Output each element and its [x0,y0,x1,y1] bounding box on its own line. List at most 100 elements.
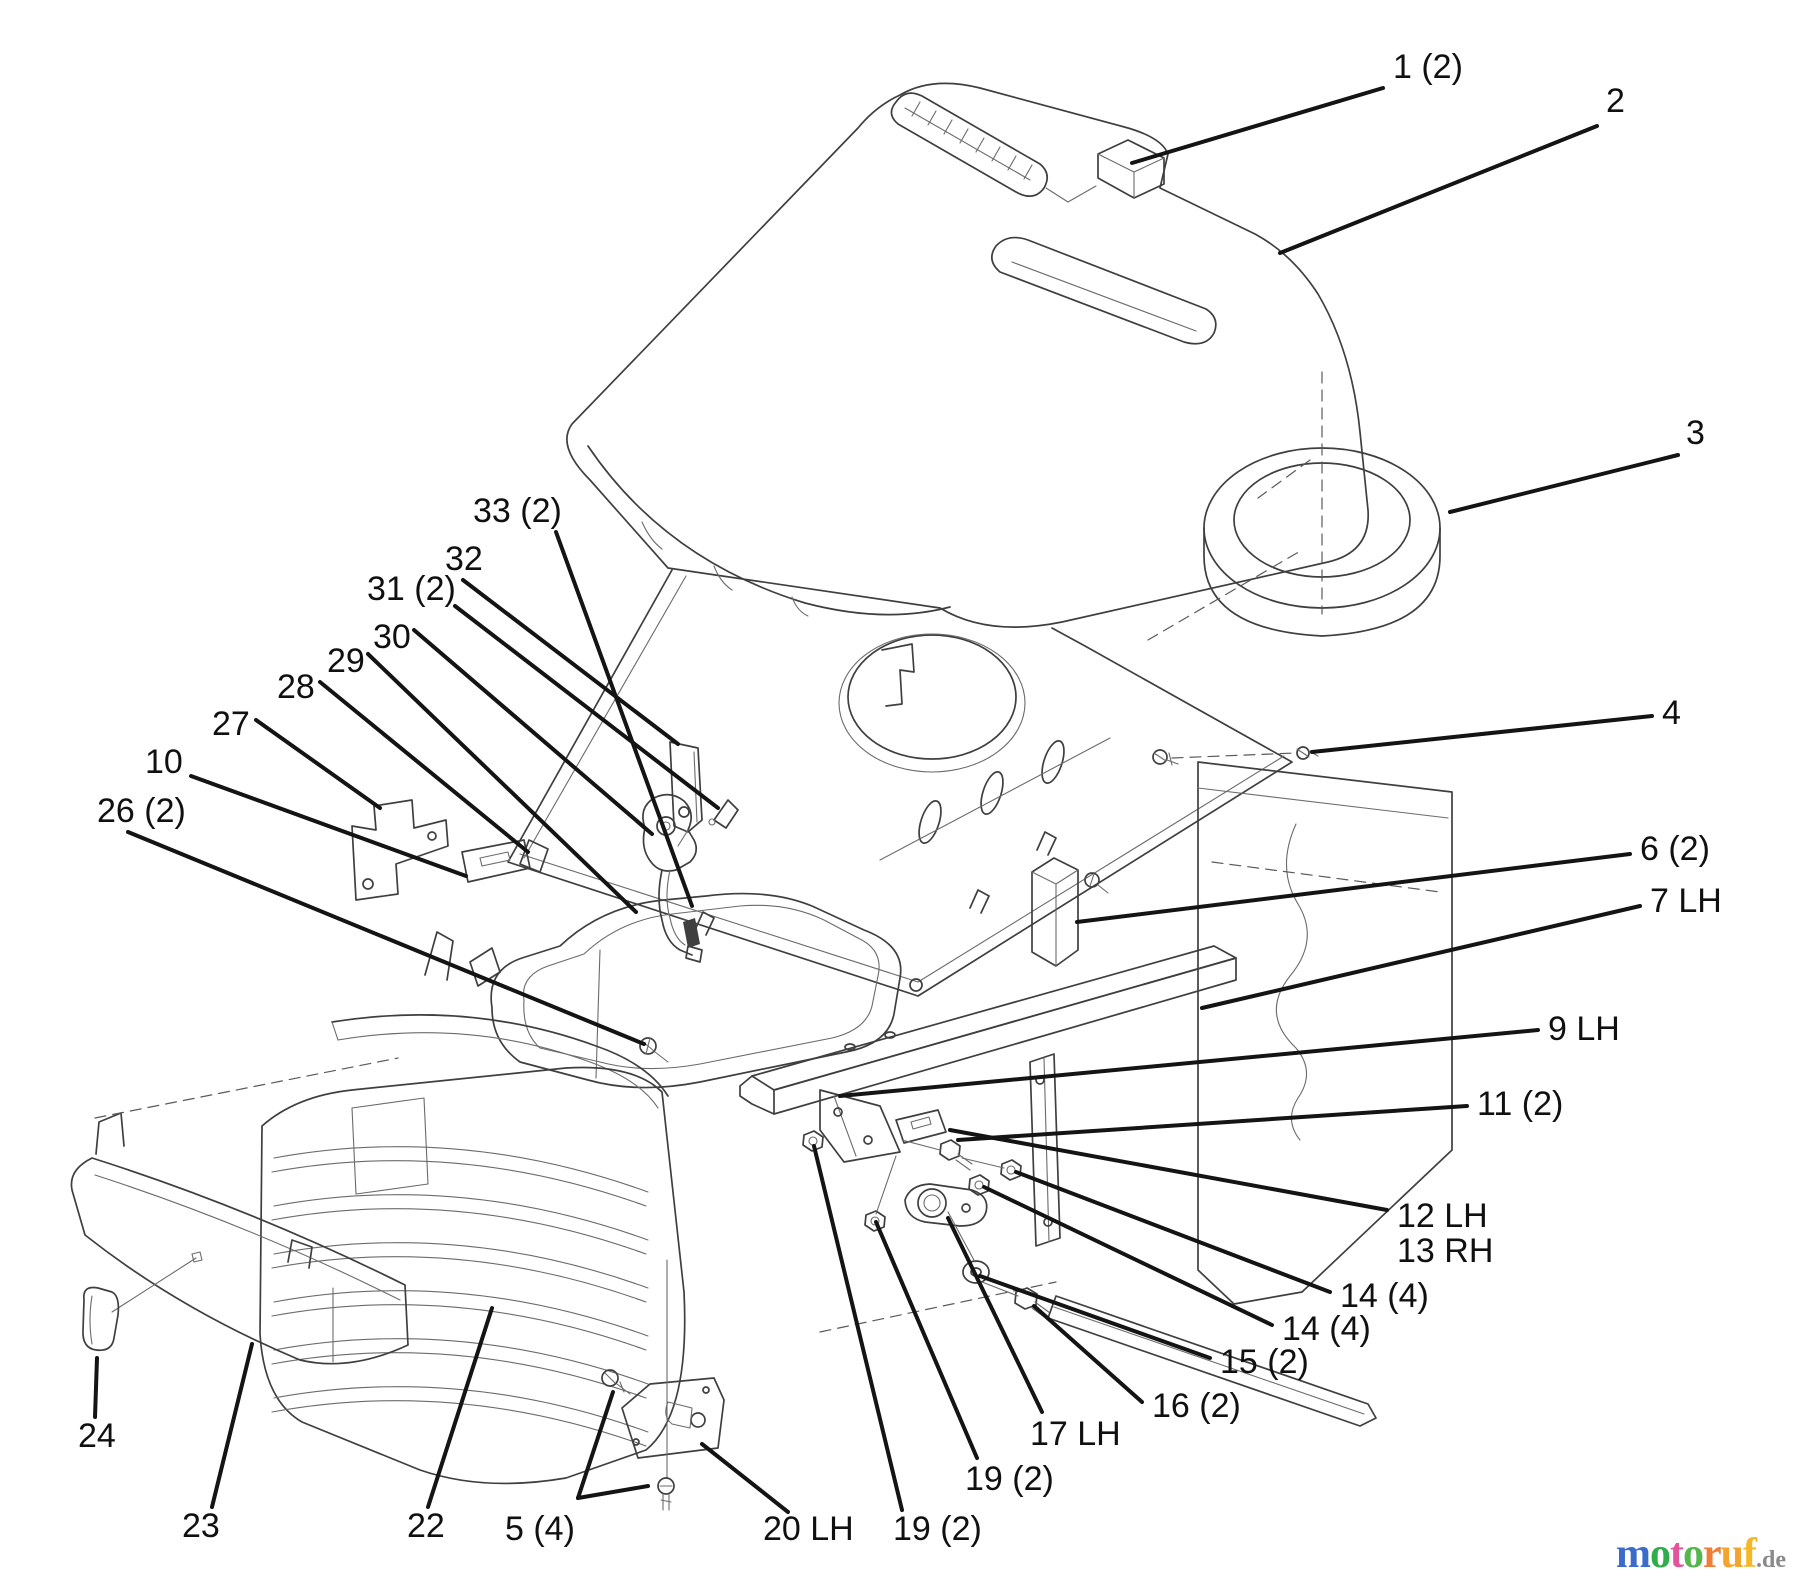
callout-label-10: 10 [145,743,183,781]
callout-label-23: 23 [182,1507,220,1545]
lower-hood-panel [507,569,1293,997]
leader-line-19b [812,1144,904,1512]
block-part-6 [1031,857,1109,967]
bolt-part-11 [939,1139,973,1171]
callout-label-16: 16 (2) [1152,1387,1241,1425]
screws-part-4 [1152,746,1319,766]
striker-plate-part-17 [904,1183,988,1227]
latch-bracket-part-32 [669,741,703,833]
leader-line-32 [461,578,680,746]
headlight-housing [469,892,902,1089]
leader-line-16 [1032,1304,1144,1404]
watermark-letter: u [1720,1531,1744,1577]
callout-label-19a: 19 (2) [965,1460,1054,1498]
callout-label-13: 13 RH [1397,1232,1493,1270]
leader-line-14b [982,1185,1274,1327]
leader-line-31 [453,604,720,810]
air-ring-part-3 [1147,371,1441,641]
leader-line-17 [946,1216,1044,1414]
bracket-part-27 [351,799,449,901]
screws-part-5 [601,1369,675,1511]
callout-label-20: 20 LH [763,1510,854,1548]
callout-label-19b: 19 (2) [893,1510,982,1548]
callout-label-4: 4 [1662,694,1681,732]
leader-line-24 [93,1356,99,1419]
hood-part [566,82,1369,628]
leader-line-15 [978,1274,1212,1360]
plate-part-12-13 [895,1109,947,1144]
leader-line-2 [1278,124,1599,255]
leader-line-3 [1448,453,1680,514]
watermark-letter: t [1669,1531,1684,1577]
bumper-part-23 [70,1112,409,1365]
leader-line-33 [554,530,694,908]
watermark-suffix: .de [1756,1547,1786,1573]
leader-line-12 [948,1128,1389,1212]
leader-line-10 [189,774,468,878]
callout-label-11: 11 (2) [1477,1085,1563,1123]
leader-line-29 [366,652,638,914]
callout-label-24: 24 [78,1417,116,1455]
callout-label-17: 17 LH [1030,1415,1121,1453]
watermark-letter: m [1615,1531,1651,1577]
callout-label-3: 3 [1686,414,1705,452]
nut-part-14-a [1000,1159,1022,1181]
nut-part-19-a [864,1210,886,1232]
watermark-letter: f [1743,1531,1757,1577]
leader-line-1 [1130,86,1385,165]
cap-part-24 [82,1286,120,1352]
grille-part-22 [259,931,686,1485]
callout-label-32: 32 [445,540,483,578]
callout-label-14a: 14 (4) [1340,1277,1429,1315]
callout-label-14b: 14 (4) [1282,1310,1371,1348]
leader-line-22 [426,1306,494,1509]
callout-label-31: 31 (2) [367,570,456,608]
callout-label-6: 6 (2) [1640,830,1710,868]
callout-label-12: 12 LH [1397,1197,1488,1235]
leader-line-9 [838,1028,1540,1098]
callout-label-29: 29 [327,642,365,680]
callout-label-22: 22 [407,1507,445,1545]
frame-rail [739,945,1237,1115]
leader-line-23 [210,1342,254,1509]
latch-cable-part-29 [658,869,703,963]
side-panel-part-7 [1197,761,1453,1305]
assembly-axis-line [94,1057,399,1119]
callout-label-33: 33 (2) [473,492,562,530]
screw-part-26 [639,1037,669,1063]
nut-part-14-b [968,1174,990,1196]
watermark-letter: o [1682,1531,1704,1577]
callout-label-26: 26 (2) [97,792,186,830]
leader-line-11 [956,1104,1469,1142]
callout-label-30: 30 [373,618,411,656]
hood-handle-grip [890,92,1049,197]
leader-line-30 [412,628,654,836]
leader-line-27 [254,718,382,810]
cover-plate-part-20 [621,1259,725,1479]
leader-line-19a [874,1220,979,1460]
callout-label-27: 27 [212,705,250,743]
leader-line-5 [576,1484,650,1500]
hood-latch-block-part-1 [1045,139,1165,203]
leader-line-4 [1310,714,1654,754]
watermark-letter: r [1702,1531,1722,1577]
pin-part-33 [683,918,700,948]
callout-label-7: 7 LH [1650,882,1722,920]
callout-label-2: 2 [1606,82,1625,120]
callout-label-15: 15 (2) [1220,1343,1309,1381]
callout-label-5: 5 (4) [505,1510,575,1548]
leader-line-6 [1075,852,1632,924]
leader-line-26 [126,830,646,1046]
gusset-bracket-part-9 [819,1089,901,1163]
leader-line-7 [1200,904,1642,1010]
leader-line-5 [576,1390,615,1500]
watermark-letter: o [1649,1531,1671,1577]
callout-label-1: 1 (2) [1393,48,1463,86]
callout-label-28: 28 [277,668,315,706]
leader-line-28 [318,680,530,854]
watermark-logo[interactable]: motoruf.de [1616,1533,1786,1575]
leader-lines [93,86,1680,1514]
